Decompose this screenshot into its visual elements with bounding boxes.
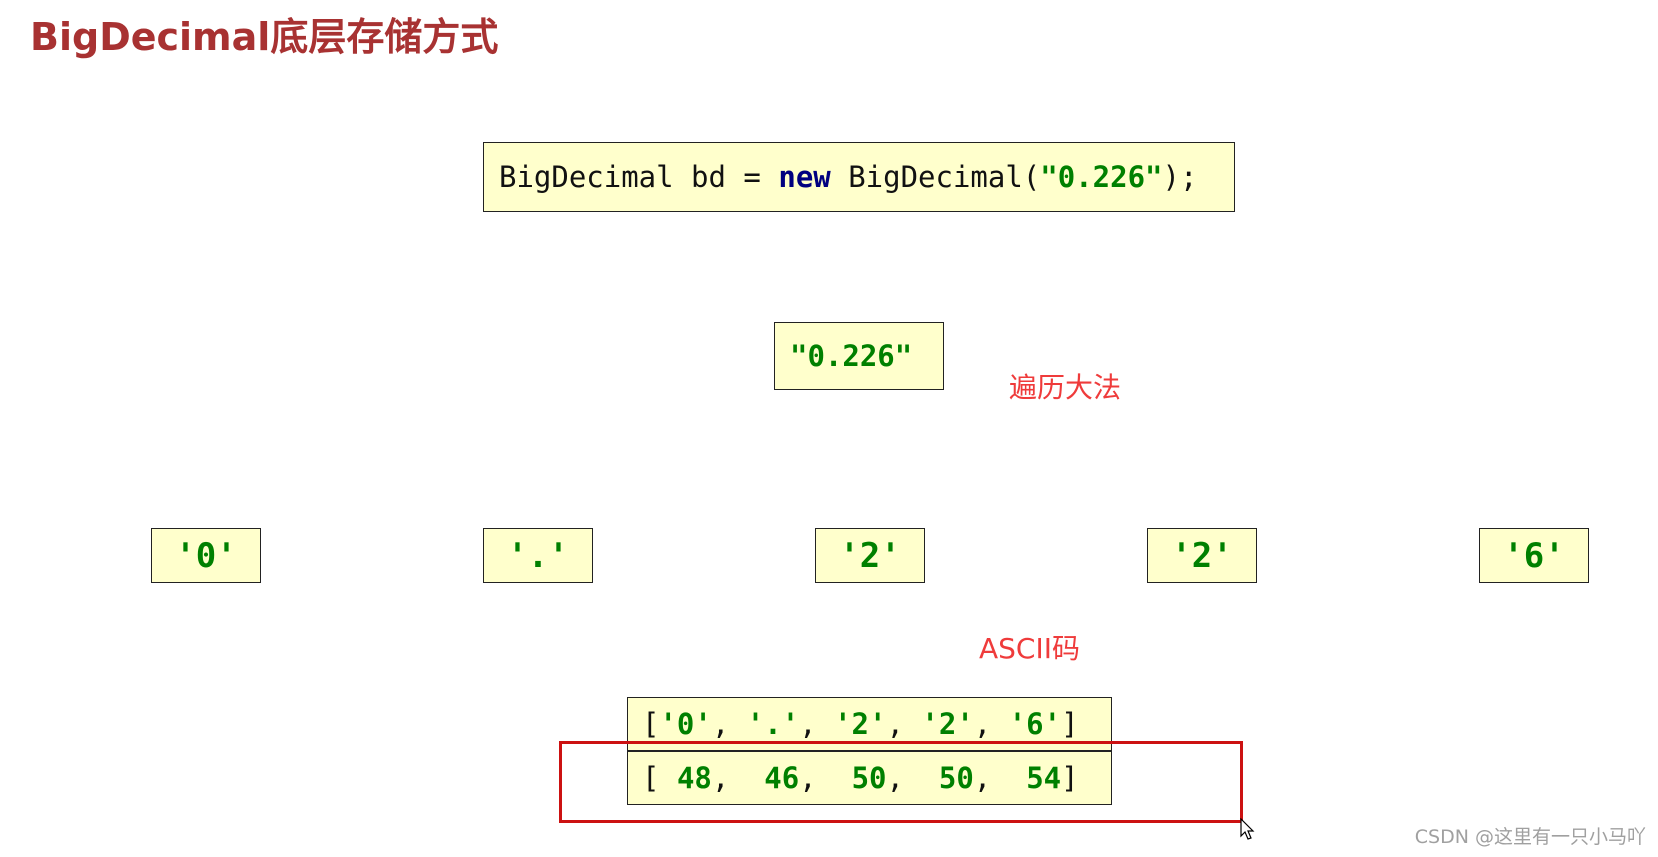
bracket-close: ] [1061,707,1079,741]
code-closing: ); [1162,160,1198,194]
bracket-open: [ [642,761,660,795]
array-code-3: 50 [938,761,974,795]
char-value: '6' [1503,535,1565,576]
code-constructor-text: BigDecimal( [830,160,1041,194]
bracket-open: [ [642,707,660,741]
array-char-3: '2' [921,707,974,741]
string-value: "0.226" [790,339,913,373]
array-char-0: '0' [659,707,712,741]
array-char-4: '6' [1008,707,1062,741]
code-type-text: BigDecimal bd = [499,160,779,194]
array-char-1: '.' [746,707,800,741]
mouse-pointer-icon [1240,818,1255,840]
array-code-4: 54 [1026,761,1062,795]
string-value-box: "0.226" [774,322,944,390]
char-value: '.' [507,535,569,576]
char-array-row: ['0', '.', '2', '2', '6'] [627,697,1112,751]
char-box-4: '6' [1479,528,1589,583]
char-box-3: '2' [1147,528,1257,583]
code-string-literal: "0.226" [1040,160,1163,194]
char-value: '2' [1171,535,1233,576]
char-box-1: '.' [483,528,593,583]
char-box-2: '2' [815,528,925,583]
watermark: CSDN @这里有一只小马吖 [1414,826,1646,848]
array-code-2: 50 [851,761,887,795]
ascii-highlight-frame [559,741,1243,823]
bracket-close: ] [1061,761,1079,795]
char-value: '2' [839,535,901,576]
slide-title: BigDecimal底层存储方式 [30,15,499,59]
traverse-label: 遍历大法 [1009,371,1122,404]
array-char-2: '2' [834,707,887,741]
ascii-array-row: [ 48, 46, 50, 50, 54] [627,751,1112,805]
char-box-0: '0' [151,528,261,583]
char-value: '0' [175,535,237,576]
array-code-1: 46 [764,761,800,795]
ascii-label: ASCII码 [979,632,1080,665]
code-keyword-new: new [778,160,831,194]
code-statement-box: BigDecimal bd = new BigDecimal("0.226"); [483,142,1235,212]
array-code-0: 48 [676,761,712,795]
